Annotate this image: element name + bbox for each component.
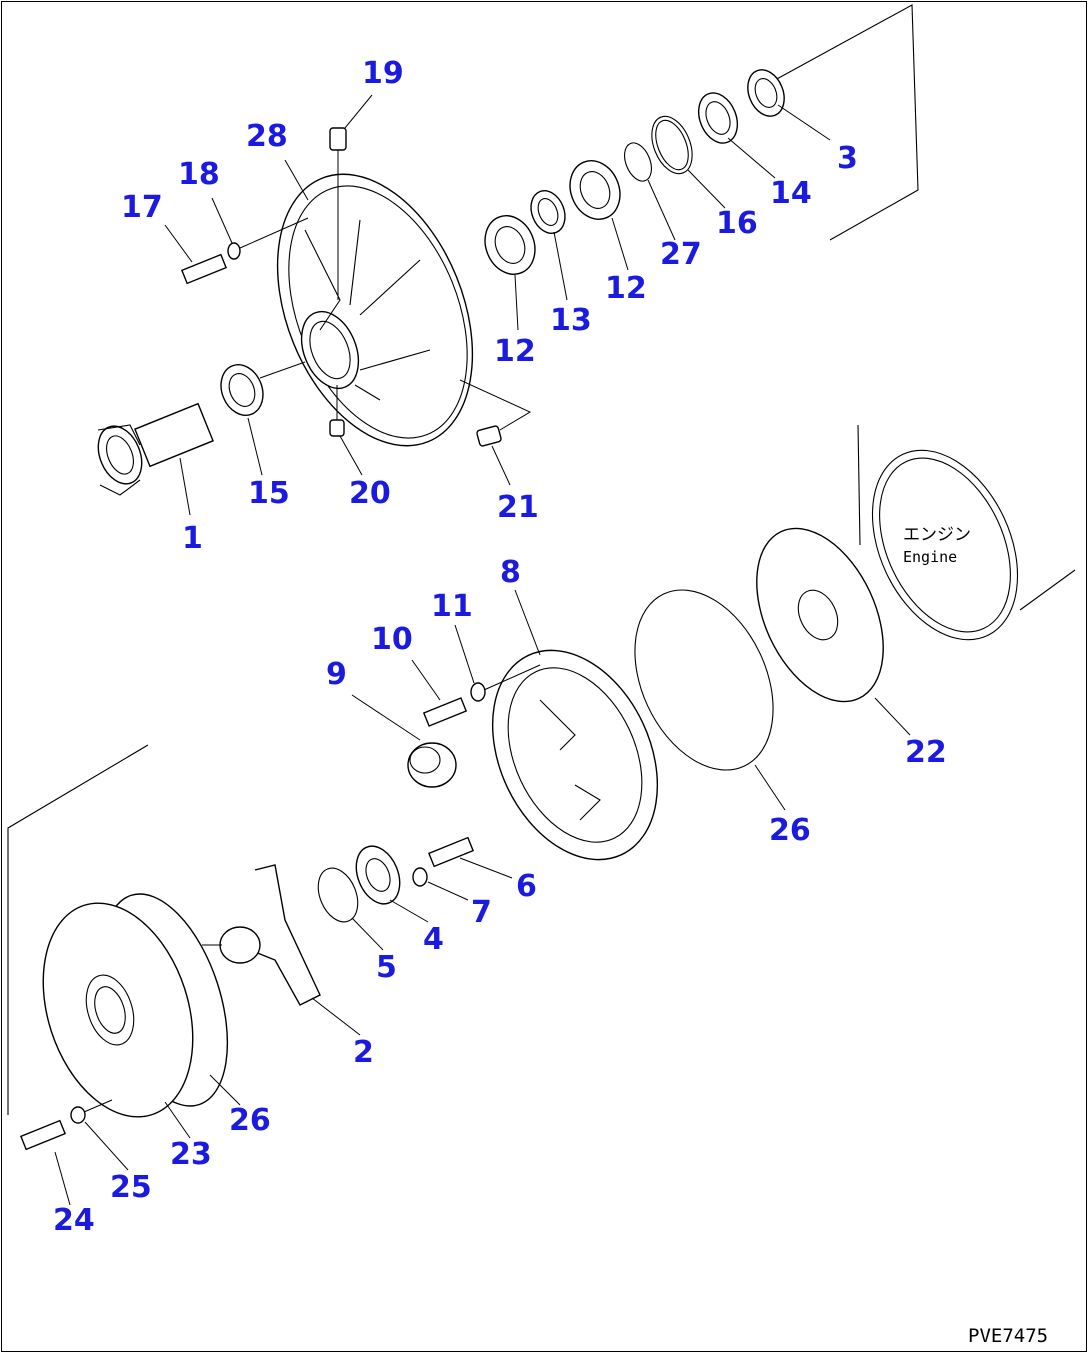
engine-label-en: Engine [903, 548, 957, 566]
leader-lines [54, 94, 911, 1206]
callout-labels: 19 28 18 17 3 14 16 27 12 13 12 15 20 21… [53, 56, 947, 1238]
part-8-housing [491, 649, 659, 861]
callout-16: 16 [716, 206, 758, 241]
part-7-washer [412, 867, 428, 887]
part-21-plug [459, 379, 532, 447]
part-26-gasket [634, 589, 774, 771]
callout-23: 23 [170, 1137, 212, 1172]
callout-5: 5 [376, 950, 397, 985]
part-24-bolt [19, 1119, 67, 1151]
part-11-washer [470, 664, 541, 702]
callout-12-right: 12 [605, 271, 647, 306]
part-25-washer [70, 1099, 113, 1124]
part-14-bearing [697, 92, 739, 144]
part-12-bearing-a [484, 215, 536, 275]
callout-6: 6 [516, 869, 537, 904]
engine-label-jp: エンジン [903, 525, 971, 545]
callout-13: 13 [550, 303, 592, 338]
part-10-bolt [422, 697, 468, 727]
part-13-spacer [530, 190, 566, 234]
part-16-snap-ring [651, 115, 693, 175]
callout-1: 1 [182, 521, 203, 556]
callout-25: 25 [110, 1170, 152, 1205]
part-17-bolt [180, 253, 228, 285]
callout-12-left: 12 [494, 334, 536, 369]
part-6-bolt [427, 836, 475, 868]
callout-3: 3 [837, 141, 858, 176]
callout-2: 2 [353, 1035, 374, 1070]
callout-15: 15 [248, 476, 290, 511]
housing-outline-bottom [7, 744, 149, 1115]
part-23-converter [42, 893, 229, 1118]
part-18-washer [227, 217, 309, 260]
callout-9: 9 [326, 657, 347, 692]
callout-21: 21 [497, 490, 539, 525]
callout-10: 10 [371, 622, 413, 657]
part-15-seal [220, 361, 306, 416]
callout-7: 7 [471, 895, 492, 930]
part-4-flange [355, 845, 401, 905]
part-19-plug [329, 127, 347, 300]
callout-11: 11 [431, 589, 473, 624]
part-1-coupling [97, 402, 214, 496]
callout-26-middle: 26 [769, 813, 811, 848]
housing-outline-top [774, 4, 919, 241]
part-27-snap-ring [624, 142, 652, 182]
callout-4: 4 [423, 922, 444, 957]
part-5-shim [317, 867, 359, 923]
callout-26-lower: 26 [229, 1103, 271, 1138]
part-12-bearing-b [569, 160, 621, 220]
callout-14: 14 [770, 176, 812, 211]
callout-19: 19 [362, 56, 404, 91]
engine-outline: エンジン Engine [857, 424, 1076, 641]
callout-17: 17 [121, 190, 163, 225]
callout-18: 18 [178, 157, 220, 192]
callout-27: 27 [660, 237, 702, 272]
callout-20: 20 [349, 476, 391, 511]
callout-24: 24 [53, 1203, 95, 1238]
callout-28: 28 [246, 119, 288, 154]
part-9-collar [407, 742, 457, 788]
part-2-stator [202, 864, 321, 1006]
drawing-code: PVE7475 [968, 1325, 1048, 1347]
part-22-plate [756, 527, 884, 703]
part-28-case [276, 173, 474, 447]
callout-22: 22 [905, 735, 947, 770]
callout-8: 8 [500, 555, 521, 590]
part-3-seal [747, 69, 785, 117]
part-20-plug [329, 385, 345, 437]
